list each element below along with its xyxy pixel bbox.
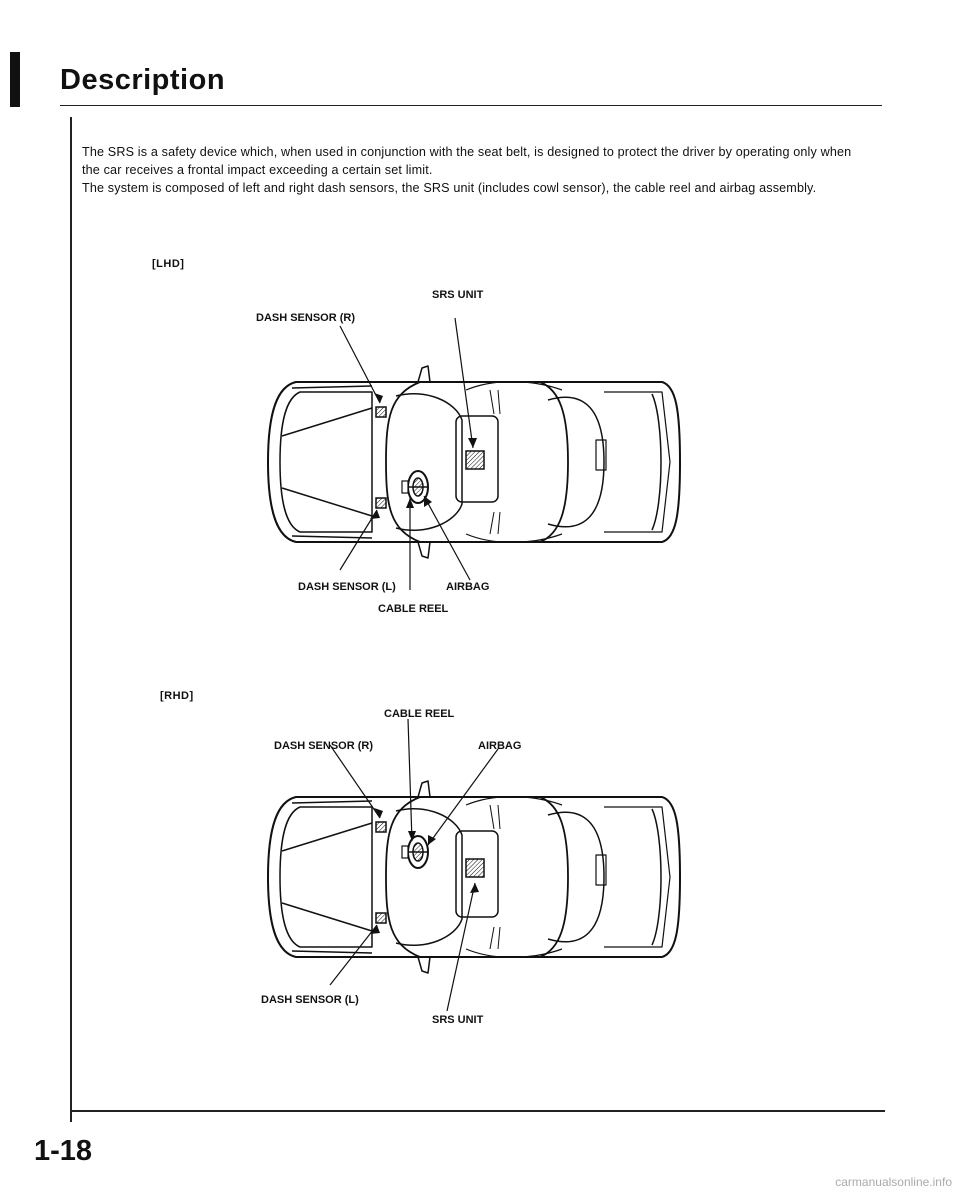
arrow-dash-r [374, 393, 383, 403]
arrow-srs [468, 438, 477, 448]
arrow-airbag [424, 496, 432, 507]
lhd-callout-cable-reel: CABLE REEL [378, 603, 449, 615]
lhd-callout-dash-sensor-l: DASH SENSOR (L) [298, 581, 396, 593]
arrow-cable [406, 498, 414, 508]
frame-top-rule [60, 105, 882, 106]
arrow-dash-l [370, 925, 380, 934]
lhd-callout-dash-sensor-r: DASH SENSOR (R) [256, 312, 355, 324]
srs-unit-icon [465, 858, 485, 878]
dash-sensor-r-icon [375, 821, 387, 833]
rhd-callout-cable-reel: CABLE REEL [384, 708, 455, 720]
page-number: 1-18 [34, 1135, 93, 1167]
rhd-callout-dash-sensor-r: DASH SENSOR (R) [274, 740, 373, 752]
arrow-srs [470, 883, 479, 893]
rhd-diagram: CABLE REEL DASH SENSOR (R) AIRBAG DASH S… [261, 708, 681, 1026]
arrow-cable [408, 831, 416, 841]
intro-paragraph-1: The SRS is a safety device which, when u… [82, 145, 852, 177]
steering-wheel-icon [401, 835, 429, 869]
dash-sensor-l-icon [375, 912, 387, 924]
watermark-text: carmanualsonline.info [835, 1175, 952, 1189]
steering-wheel-icon [401, 470, 429, 504]
rhd-callout-dash-sensor-l: DASH SENSOR (L) [261, 994, 359, 1006]
frame-bottom-rule [70, 1110, 885, 1112]
arrow-dash-l [370, 510, 380, 519]
dash-sensor-r-icon [375, 406, 387, 418]
rhd-callout-airbag: AIRBAG [478, 740, 521, 752]
title-bar-marker [10, 52, 20, 107]
dash-sensor-l-icon [375, 497, 387, 509]
arrow-airbag [428, 835, 436, 845]
lhd-callout-airbag: AIRBAG [446, 581, 489, 593]
page-title: Description [60, 64, 226, 96]
frame-left-rule [70, 117, 72, 1122]
intro-paragraph-2: The system is composed of left and right… [82, 181, 817, 195]
srs-unit-icon [465, 450, 485, 470]
lhd-section-label: [LHD] [152, 258, 185, 270]
intro-text: The SRS is a safety device which, when u… [82, 143, 872, 197]
rhd-section-label: [RHD] [160, 690, 194, 702]
lhd-diagram: DASH SENSOR (R) SRS UNIT DASH SENSOR (L)… [256, 290, 681, 615]
arrow-dash-r [374, 808, 383, 818]
lhd-callout-srs-unit: SRS UNIT [432, 290, 484, 301]
rhd-callout-srs-unit: SRS UNIT [432, 1014, 484, 1026]
